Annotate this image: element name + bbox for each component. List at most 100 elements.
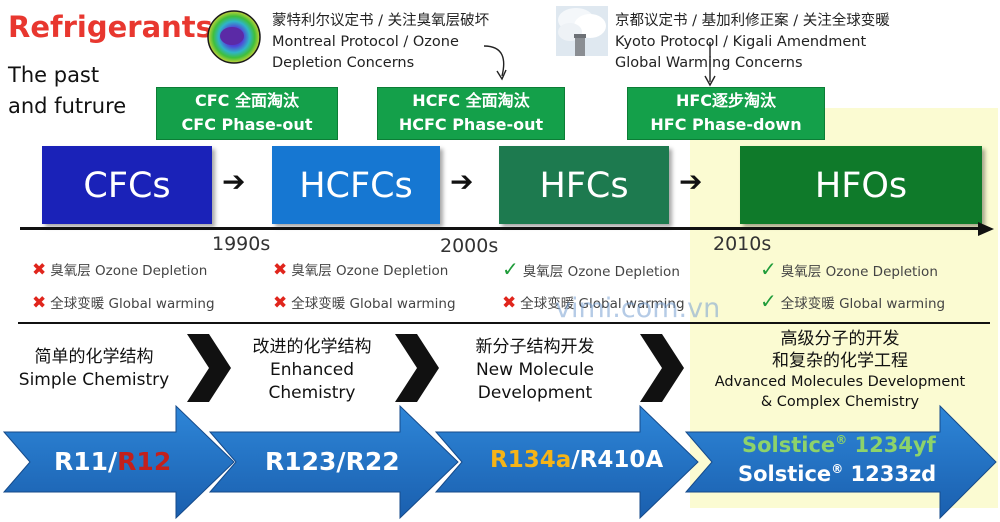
year-2010s: 2010s bbox=[713, 233, 772, 255]
impact-label-cn: 全球变暖 bbox=[520, 296, 575, 312]
section-divider bbox=[18, 322, 990, 324]
impact-label-cn: 臭氧层 bbox=[780, 264, 822, 280]
kyoto-line-cn: 京都议定书 / 基加利修正案 / 关注全球变暖 bbox=[615, 13, 890, 29]
chemistry-en: Development bbox=[477, 383, 593, 403]
chemistry-cn: 高级分子的开发 bbox=[780, 329, 900, 349]
arrow-segment-4 bbox=[684, 404, 997, 520]
refrigerant-r12: R12 bbox=[117, 447, 172, 476]
impact-label-en: Ozone Depletion bbox=[95, 263, 208, 279]
chemistry-simple: 简单的化学结构 Simple Chemistry bbox=[4, 346, 184, 392]
generation-hfcs: HFCs bbox=[499, 146, 669, 224]
smokestack-icon bbox=[556, 6, 608, 56]
right-arrow-icon: ➔ bbox=[679, 165, 703, 198]
phase-hfc-cn: HFC逐步淘汰 bbox=[675, 91, 777, 110]
impact-ozone-hcfc: ✖臭氧层 Ozone Depletion bbox=[273, 259, 448, 280]
phase-hcfc-cn: HCFC 全面淘汰 bbox=[412, 91, 530, 110]
right-arrow-icon: ➔ bbox=[450, 165, 474, 198]
impact-label-en: Global warming bbox=[839, 296, 946, 312]
impact-label-cn: 臭氧层 bbox=[522, 264, 564, 280]
refrigerant-arrow-band bbox=[2, 404, 997, 520]
solstice-number: 1234yf bbox=[847, 433, 936, 457]
impact-label-en: Global warming bbox=[349, 296, 456, 312]
impact-label-en: Global warming bbox=[108, 296, 215, 312]
phase-cfc-cn: CFC 全面淘汰 bbox=[195, 91, 299, 110]
year-2000s: 2000s bbox=[440, 235, 499, 257]
timeline-arrowhead-icon bbox=[978, 222, 994, 236]
chevron-right-icon bbox=[187, 334, 231, 402]
impact-ozone-hfo: ✓臭氧层 Ozone Depletion bbox=[760, 257, 938, 281]
kyoto-protocol-text: 京都议定书 / 基加利修正案 / 关注全球变暖 Kyoto Protocol /… bbox=[615, 11, 890, 74]
timeline-axis bbox=[20, 227, 980, 230]
kyoto-line-en1: Kyoto Protocol / Kigali Amendment bbox=[615, 34, 867, 50]
check-icon: ✓ bbox=[760, 257, 777, 281]
phase-box-cfc: CFC 全面淘汰 CFC Phase-out bbox=[156, 87, 338, 140]
subtitle-line-1: The past bbox=[8, 63, 100, 87]
phase-box-hcfc: HCFC 全面淘汰 HCFC Phase-out bbox=[377, 87, 565, 140]
cross-icon: ✖ bbox=[502, 293, 517, 313]
chevron-right-icon bbox=[640, 334, 684, 402]
chemistry-cn: 新分子结构开发 bbox=[475, 337, 595, 357]
page-title: Refrigerants bbox=[8, 10, 213, 44]
solstice-number: 1233zd bbox=[843, 462, 937, 486]
refrigerant-solstice-1234yf: Solstice® 1234yf bbox=[742, 433, 936, 457]
chemistry-enhanced: 改进的化学结构 Enhanced Chemistry bbox=[228, 336, 396, 405]
cross-icon: ✖ bbox=[32, 293, 47, 313]
refrigerant-r134a: R134a bbox=[490, 447, 572, 473]
chemistry-en: Simple Chemistry bbox=[18, 370, 170, 390]
impact-gw-hcfc: ✖全球变暖 Global warming bbox=[273, 292, 456, 313]
chemistry-en: & Complex Chemistry bbox=[760, 394, 920, 410]
cross-icon: ✖ bbox=[273, 293, 288, 313]
registered-mark: ® bbox=[831, 462, 844, 476]
impact-gw-cfc: ✖全球变暖 Global warming bbox=[32, 292, 215, 313]
generation-hcfcs: HCFCs bbox=[272, 146, 440, 224]
generation-hfos: HFOs bbox=[740, 146, 982, 224]
montreal-line-en1: Montreal Protocol / Ozone bbox=[272, 34, 459, 50]
ozone-hole-globe-icon bbox=[207, 10, 261, 64]
phase-hfc-en: HFC Phase-down bbox=[650, 115, 802, 134]
chemistry-new-molecule: 新分子结构开发 New Molecule Development bbox=[448, 336, 622, 405]
subtitle-line-2: and futrure bbox=[8, 94, 127, 118]
impact-label-cn: 全球变暖 bbox=[50, 296, 105, 312]
down-arrow-icon bbox=[704, 42, 716, 87]
refrigerant-r134a-r410a: R134a/R410A bbox=[490, 447, 663, 473]
chemistry-en: Enhanced bbox=[269, 360, 355, 380]
kyoto-line-en2: Global Warming Concerns bbox=[615, 55, 803, 71]
impact-label-cn: 臭氧层 bbox=[50, 263, 91, 279]
refrigerant-r11: R11/ bbox=[54, 447, 118, 476]
impact-label-cn: 全球变暖 bbox=[780, 296, 835, 312]
impact-gw-hfc: ✖全球变暖 Global warming bbox=[502, 292, 685, 313]
solstice-name: Solstice bbox=[742, 433, 836, 457]
impact-label-en: Ozone Depletion bbox=[567, 264, 680, 280]
check-icon: ✓ bbox=[502, 257, 519, 281]
impact-label-en: Global warming bbox=[578, 296, 685, 312]
phase-box-hfc: HFC逐步淘汰 HFC Phase-down bbox=[627, 87, 825, 140]
registered-mark: ® bbox=[835, 433, 848, 447]
montreal-protocol-text: 蒙特利尔议定书 / 关注臭氧层破坏 Montreal Protocol / Oz… bbox=[272, 11, 489, 74]
refrigerant-r11-r12: R11/R12 bbox=[54, 447, 171, 476]
chemistry-cn: 和复杂的化学工程 bbox=[772, 351, 908, 371]
chemistry-en: Chemistry bbox=[268, 383, 356, 403]
page-subtitle: The past and futrure bbox=[8, 60, 126, 122]
watermark: vimi.com.vn bbox=[555, 293, 721, 324]
impact-label-cn: 全球变暖 bbox=[291, 296, 346, 312]
impact-label-en: Ozone Depletion bbox=[336, 263, 449, 279]
impact-label-en: Ozone Depletion bbox=[825, 264, 938, 280]
check-icon: ✓ bbox=[760, 289, 777, 313]
impact-ozone-cfc: ✖臭氧层 Ozone Depletion bbox=[32, 259, 207, 280]
impact-gw-hfo: ✓全球变暖 Global warming bbox=[760, 289, 945, 313]
arrow-segment-1 bbox=[2, 404, 235, 520]
cross-icon: ✖ bbox=[273, 260, 288, 280]
chemistry-en: Advanced Molecules Development bbox=[714, 374, 966, 390]
refrigerant-r410a: /R410A bbox=[571, 447, 664, 473]
chevron-right-icon bbox=[395, 334, 439, 402]
year-1990s: 1990s bbox=[212, 233, 271, 255]
right-arrow-icon: ➔ bbox=[222, 165, 246, 198]
impact-label-cn: 臭氧层 bbox=[291, 263, 332, 279]
montreal-line-cn: 蒙特利尔议定书 / 关注臭氧层破坏 bbox=[272, 13, 490, 29]
curved-arrow-icon bbox=[483, 45, 507, 81]
impact-ozone-hfc: ✓臭氧层 Ozone Depletion bbox=[502, 257, 680, 281]
cross-icon: ✖ bbox=[32, 260, 47, 280]
generation-cfcs: CFCs bbox=[42, 146, 212, 224]
chemistry-cn: 简单的化学结构 bbox=[34, 347, 154, 367]
phase-hcfc-en: HCFC Phase-out bbox=[398, 115, 544, 134]
